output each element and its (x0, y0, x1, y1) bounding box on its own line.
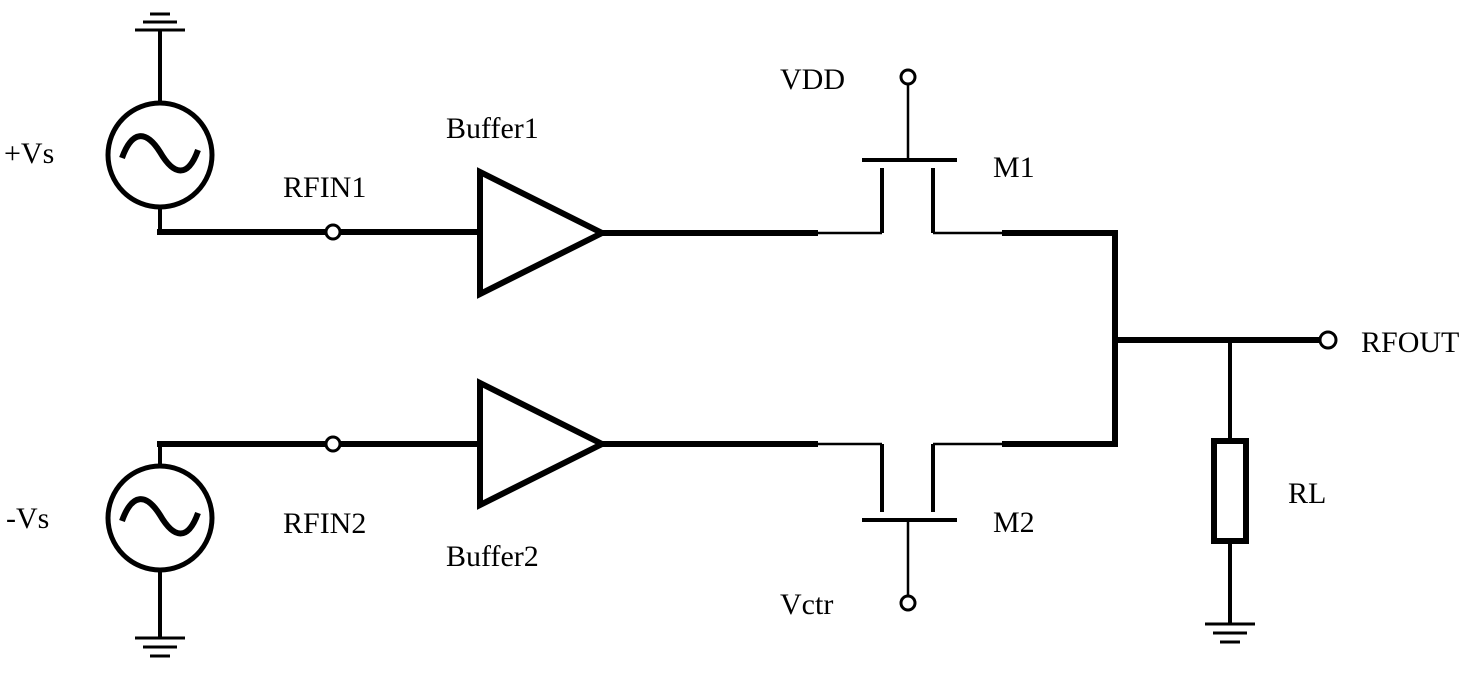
vdd-label: VDD (780, 63, 845, 96)
buffer1-triangle-icon (477, 167, 609, 299)
buffer2-label: Buffer2 (446, 540, 539, 573)
ac-source-bottom-icon (105, 463, 215, 573)
vs-neg-label: -Vs (6, 502, 49, 535)
vctr-terminal-icon (899, 594, 917, 612)
buffer1-label: Buffer1 (446, 112, 539, 145)
m2-label: M2 (993, 506, 1035, 539)
ground-rl-icon (1205, 541, 1255, 644)
rfin1-terminal-icon (324, 223, 342, 241)
rl-label: RL (1288, 477, 1326, 510)
rfin2-terminal-icon (324, 435, 342, 453)
buffer2-triangle-icon (477, 378, 609, 510)
vctr-label: Vctr (780, 588, 833, 621)
vdd-terminal-icon (899, 68, 917, 86)
ground-top-icon (135, 12, 185, 103)
m1-transistor-icon (862, 85, 1005, 235)
rfin2-label: RFIN2 (283, 507, 366, 540)
rfout-terminal-icon (1318, 330, 1338, 350)
ground-bottom-icon (135, 570, 185, 658)
vs-pos-label: +Vs (4, 137, 54, 170)
rfout-label: RFOUT (1361, 326, 1459, 359)
rfin1-label: RFIN1 (283, 171, 366, 204)
m1-label: M1 (993, 151, 1035, 184)
ac-source-top-icon (105, 100, 215, 210)
m2-transistor-icon (862, 442, 1005, 595)
rl-resistor-icon (1211, 438, 1249, 544)
